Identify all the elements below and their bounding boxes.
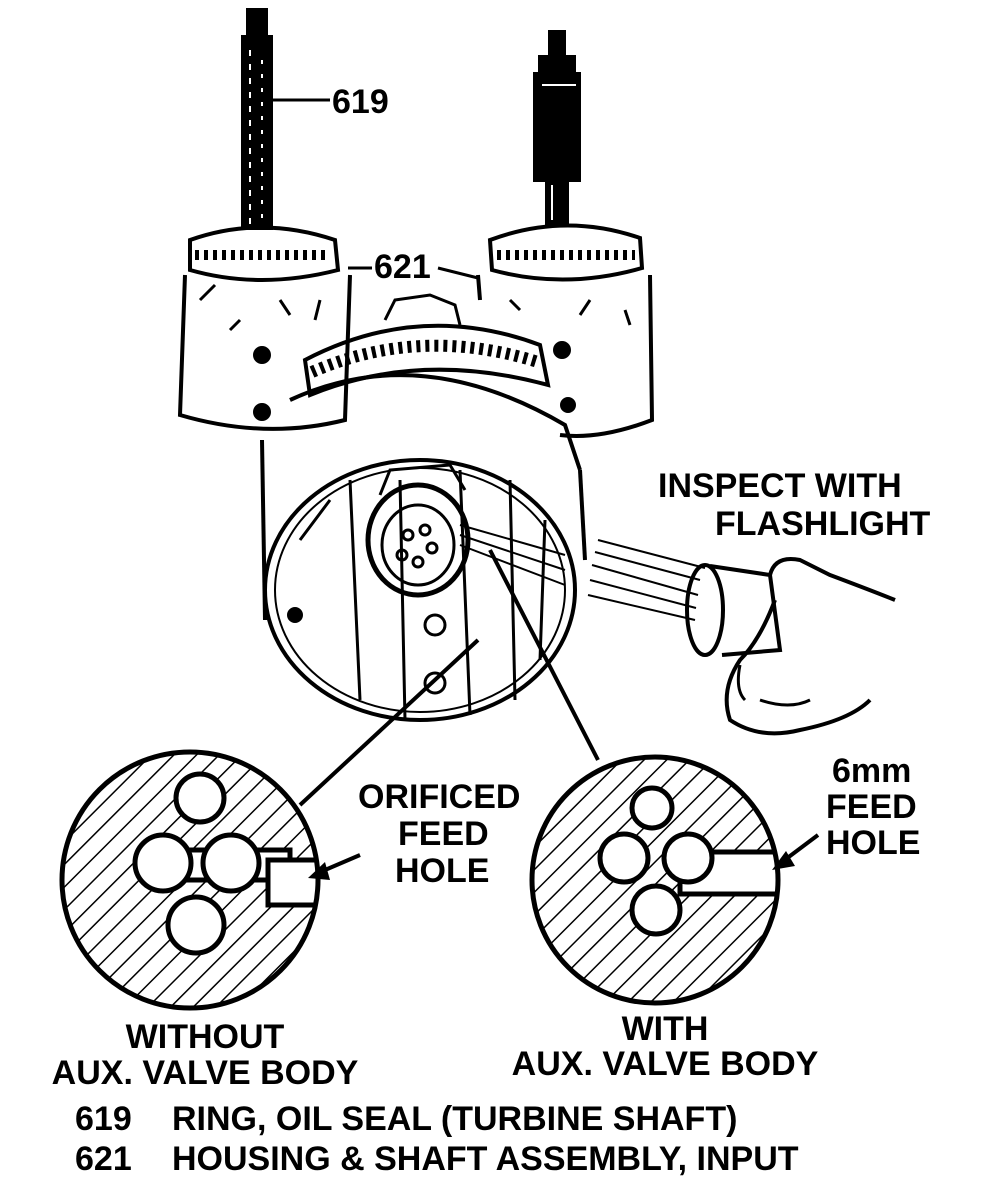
center-drum-housing <box>260 293 587 722</box>
legend-description-621: HOUSING & SHAFT ASSEMBLY, INPUT <box>172 1140 799 1178</box>
legend-number-621: 621 <box>75 1140 132 1178</box>
turbine-shaft-left <box>241 8 273 230</box>
without-caption-line1: WITHOUT <box>126 1018 285 1056</box>
orificed-feed-hole-arrow <box>308 853 361 880</box>
hand-icon <box>724 557 896 736</box>
six-mm-feed-hole-arrow <box>772 833 820 870</box>
six-mm-label-line1: 6mm <box>832 752 911 790</box>
flashlight-note-line1: INSPECT WITH <box>658 467 902 505</box>
with-caption-line1: WITH <box>622 1010 709 1048</box>
six-mm-label-line3: HOLE <box>826 824 920 862</box>
without-caption-line2: AUX. VALVE BODY <box>52 1054 359 1092</box>
orificed-label-line1: ORIFICED <box>358 778 520 816</box>
flashlight-note-line2: FLASHLIGHT <box>715 505 931 543</box>
input-housing-left <box>177 225 352 431</box>
leader-line-right <box>488 549 600 761</box>
input-housing-right <box>476 223 655 438</box>
flashlight-icon <box>685 563 783 657</box>
orificed-label-line2: FEED <box>398 815 489 853</box>
turbine-shaft-right <box>533 30 581 225</box>
leader-line-left <box>298 638 480 807</box>
legend-description-619: RING, OIL SEAL (TURBINE SHAFT) <box>172 1100 737 1138</box>
detail-with-aux-valve-body <box>529 754 781 1006</box>
flashlight-beam <box>587 539 706 621</box>
orificed-label-line3: HOLE <box>395 852 489 890</box>
legend-number-619: 619 <box>75 1100 132 1138</box>
with-caption-line2: AUX. VALVE BODY <box>512 1045 819 1083</box>
callout-619: 619 <box>332 83 389 121</box>
detail-without-aux-valve-body <box>59 749 321 1011</box>
callout-621: 621 <box>374 248 431 286</box>
six-mm-label-line2: FEED <box>826 788 917 826</box>
